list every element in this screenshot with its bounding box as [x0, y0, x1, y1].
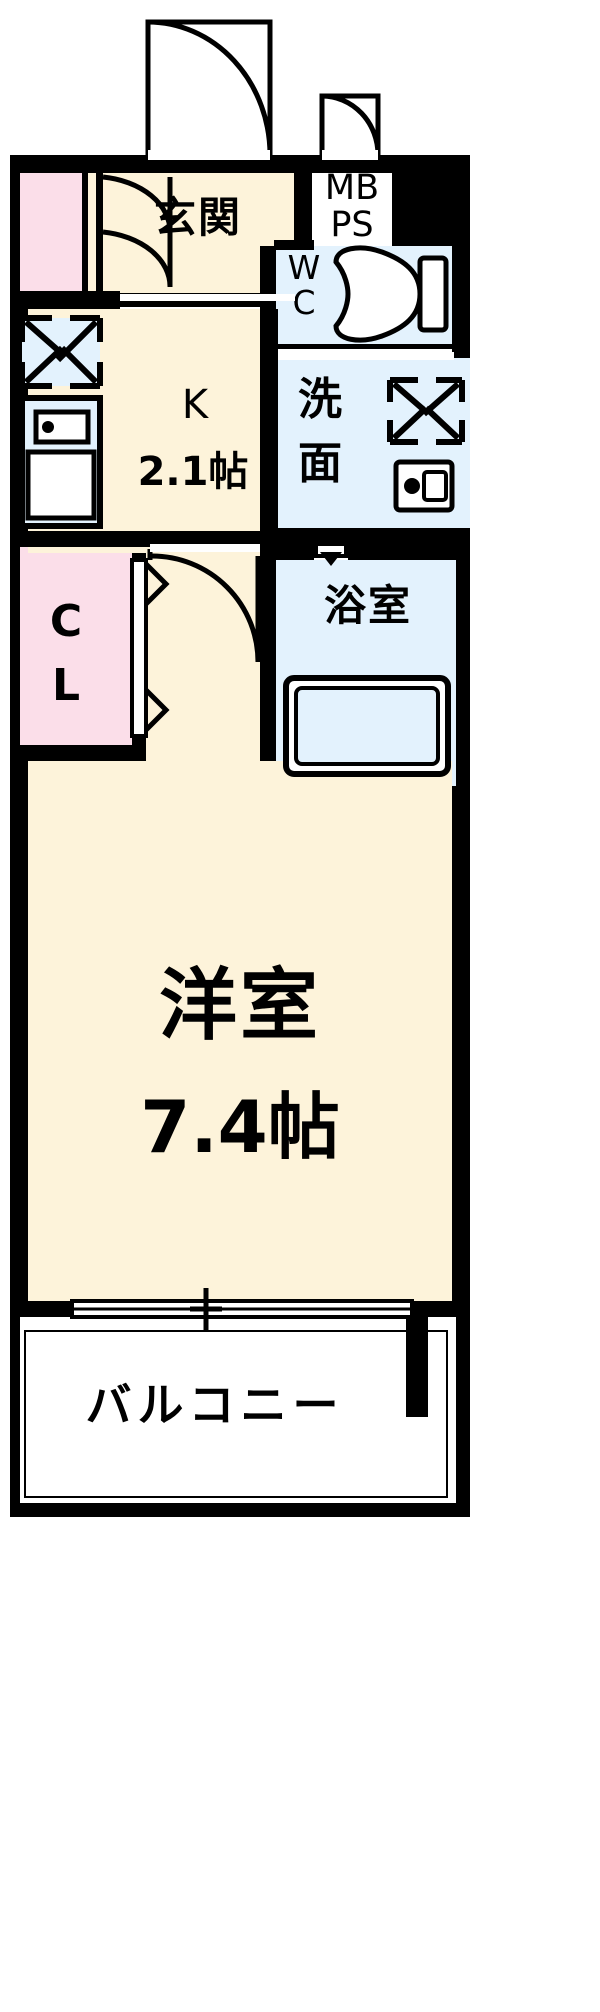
wall-balcony-left — [10, 1317, 20, 1517]
label-mb: MB — [324, 167, 380, 208]
label-balcony: バルコニー — [85, 1378, 345, 1432]
entrance-outer-door-icon — [145, 19, 273, 160]
wall-main-bottom-left — [10, 1301, 72, 1317]
room-meterbox-floor — [312, 173, 392, 251]
label-wc-w: W — [287, 247, 321, 287]
room-closet-floor — [20, 547, 132, 745]
wall-main-bottom-right — [412, 1301, 470, 1317]
label-kitchen-area: 2.1帖 — [137, 449, 249, 495]
label-washroom-bottom: 面 — [298, 438, 342, 489]
label-washroom-top: 洗 — [298, 374, 342, 425]
label-ps: PS — [330, 204, 374, 245]
wall-kitchen-bottom — [10, 531, 278, 547]
wall-top-outer — [10, 155, 470, 173]
label-cl-c: C — [49, 596, 83, 647]
label-entrance: 玄関 — [153, 193, 242, 242]
wall-balcony-bottom — [10, 1503, 470, 1517]
room-balcony-floor — [14, 1317, 466, 1517]
wall-mbps-right — [392, 173, 470, 251]
label-bathroom: 浴室 — [323, 581, 412, 630]
mbps-outer-door-icon — [319, 93, 381, 160]
room-main-floor-3 — [28, 761, 452, 1301]
wall-entrance-bottom — [10, 291, 120, 309]
wall-closet-right — [132, 547, 146, 745]
label-cl-l: L — [51, 660, 81, 711]
room-main-floor — [28, 547, 146, 553]
wall-bathroom-left — [260, 546, 276, 802]
toilet-door-line — [276, 349, 452, 353]
wall-balcony-right-outer — [456, 1317, 470, 1517]
label-main-room-area: 7.4帖 — [140, 1085, 340, 1169]
label-main-room: 洋室 — [158, 961, 321, 1051]
wall-washroom-left — [264, 358, 270, 530]
wall-shoecloset-right — [82, 173, 88, 291]
entrance-shoe-closet-floor — [20, 173, 82, 291]
label-kitchen: K — [181, 382, 209, 428]
balcony-rail-icon — [24, 1330, 448, 1498]
wall-entrance-doorjamb — [96, 173, 103, 291]
wall-closet-bottom — [10, 745, 150, 761]
room-main-floor-2 — [146, 547, 260, 761]
wall-washroom-bottom — [260, 528, 470, 546]
wall-balcony-right — [406, 1317, 428, 1417]
wall-toilet-top-left — [274, 240, 314, 250]
wall-bathroom-top — [274, 546, 314, 560]
wall-bathroom-top2 — [348, 546, 470, 560]
label-wc-c: C — [292, 282, 316, 322]
